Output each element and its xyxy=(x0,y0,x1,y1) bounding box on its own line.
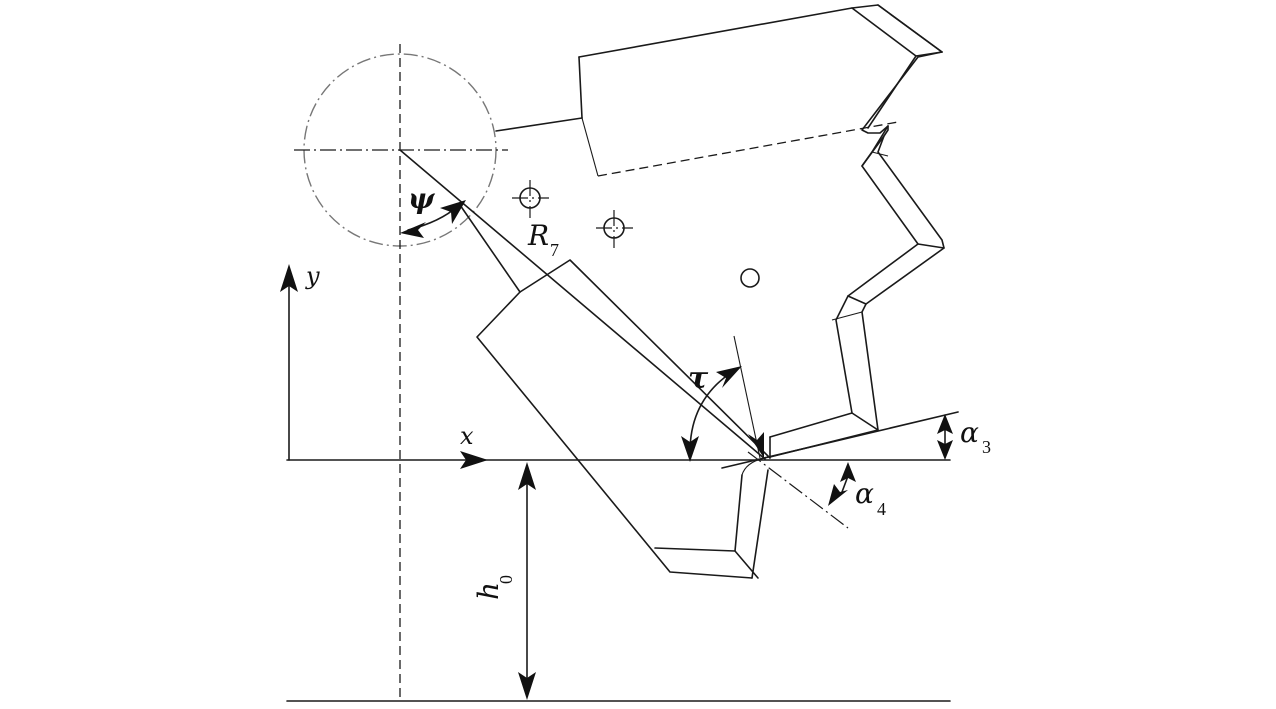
alpha4-subscript: 4 xyxy=(877,499,886,519)
cutter-insert xyxy=(459,204,771,579)
tau-label: τ xyxy=(688,361,709,396)
radial-line-r7 xyxy=(399,149,766,460)
h0-label-group: h 0 xyxy=(472,575,516,600)
h0-subscript: 0 xyxy=(496,575,516,584)
y-axis-label: y xyxy=(305,262,320,290)
r7-label: R xyxy=(527,219,549,252)
tool-holder xyxy=(495,4,943,177)
psi-angle-indicator xyxy=(400,200,466,238)
alpha3-subscript: 3 xyxy=(982,437,991,457)
r7-subscript: 7 xyxy=(550,240,559,260)
cutter-edge-arrowhead xyxy=(748,432,764,458)
reference-point-2 xyxy=(596,210,633,248)
h0-label: h xyxy=(472,582,505,600)
y-axis-arrowhead xyxy=(280,264,298,292)
reference-point-1 xyxy=(512,180,549,218)
alpha4-clearance-line xyxy=(747,451,849,529)
tau-angle-indicator xyxy=(681,366,742,462)
tau-reference-line xyxy=(733,335,761,459)
alpha3-label: α xyxy=(960,416,979,449)
x-axis-label: x xyxy=(460,422,474,450)
alpha4-label: α xyxy=(855,477,874,510)
alpha3-angle-indicator xyxy=(937,414,953,460)
small-hole xyxy=(740,268,760,288)
stepped-profile xyxy=(769,125,945,458)
alpha3-rake-line xyxy=(721,411,959,469)
alpha4-angle-indicator xyxy=(828,462,856,506)
psi-label: ψ xyxy=(408,182,436,215)
x-axis-arrowhead xyxy=(460,451,488,469)
h0-dimension xyxy=(518,462,536,700)
